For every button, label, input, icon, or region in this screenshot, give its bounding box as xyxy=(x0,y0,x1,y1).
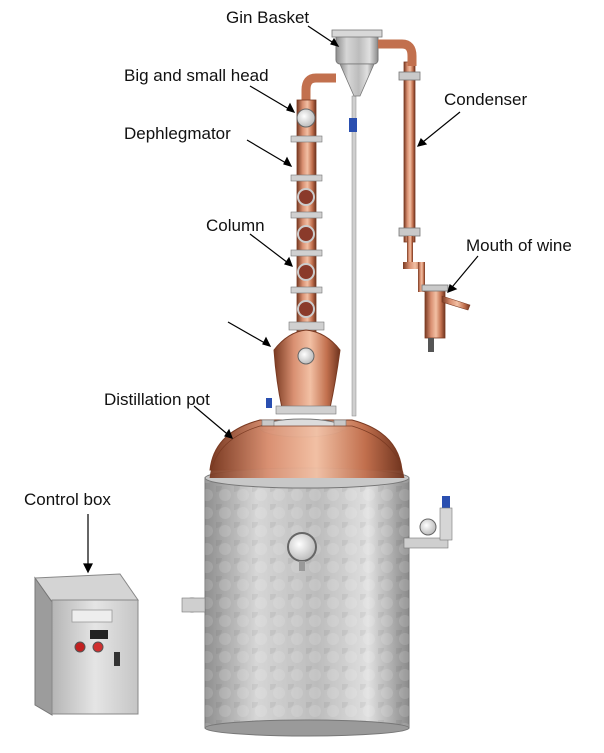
helmet-gauge xyxy=(297,347,315,365)
control-box-label-plate xyxy=(71,609,113,623)
arrow-big-small-head xyxy=(249,85,295,113)
label-condenser: Condenser xyxy=(444,90,528,109)
distillation-pot xyxy=(181,418,453,737)
arrow-mouth-of-wine xyxy=(447,255,479,293)
helmet xyxy=(266,329,341,415)
valve-handle xyxy=(442,496,450,508)
label-mouth-of-wine: Mouth of wine xyxy=(466,236,572,255)
sight-glass xyxy=(297,225,315,243)
valve-handle xyxy=(266,398,272,408)
sight-glass xyxy=(297,300,315,318)
head-gauge xyxy=(296,108,316,128)
gin-basket xyxy=(301,29,417,100)
stop-button xyxy=(92,641,104,653)
label-big-small-head: Big and small head xyxy=(124,66,269,85)
arrow-distillation-pot xyxy=(193,405,233,439)
key-switch xyxy=(114,652,120,666)
power-button xyxy=(74,641,86,653)
control-box xyxy=(34,573,139,716)
temperature-display xyxy=(90,630,108,639)
label-dephlegmator: Dephlegmator xyxy=(124,124,231,143)
label-control-box: Control box xyxy=(24,490,111,509)
label-column: Column xyxy=(206,216,265,235)
arrow-helmet xyxy=(227,321,271,347)
support-rod xyxy=(351,95,357,417)
wine-outlet xyxy=(421,284,471,352)
condenser xyxy=(398,61,425,292)
pot-thermometer xyxy=(287,532,317,562)
valve-handle xyxy=(349,118,357,132)
side-fitting xyxy=(403,537,449,549)
column xyxy=(288,99,325,333)
label-distillation-pot: Distillation pot xyxy=(104,390,210,409)
label-gin-basket: Gin Basket xyxy=(226,8,310,27)
pointer-arrows xyxy=(83,25,479,574)
arrow-column xyxy=(249,233,293,267)
sight-glass xyxy=(297,188,315,206)
sight-glass xyxy=(297,263,315,281)
arrow-condenser xyxy=(417,111,461,147)
pressure-gauge xyxy=(419,518,437,536)
arrow-dephlegmator xyxy=(246,139,292,167)
